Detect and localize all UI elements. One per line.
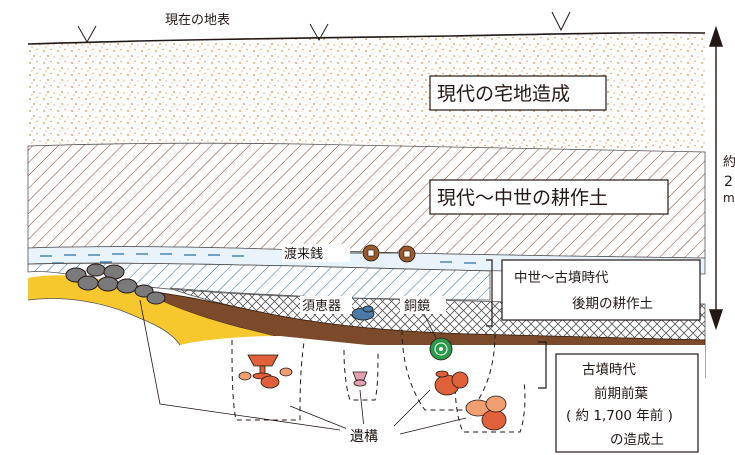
kofun-early-label-4: の造成土 bbox=[610, 432, 664, 448]
coins-label: 渡来銭 bbox=[284, 246, 323, 262]
layer-yellow-edge bbox=[27, 298, 181, 346]
medieval-kofun-label-1: 中世〜古墳時代 bbox=[514, 270, 609, 286]
pit-2 bbox=[343, 349, 379, 401]
sueki-label: 須恵器 bbox=[302, 299, 341, 314]
medieval-kofun-label-2: 後期の耕作土 bbox=[572, 295, 653, 312]
layer-modern-fill bbox=[28, 32, 705, 153]
kofun-early-label-2: 前期前葉 bbox=[594, 385, 648, 402]
depth-label-1: 約 bbox=[723, 155, 735, 170]
pottery-3 bbox=[434, 370, 469, 396]
pit-4 bbox=[454, 379, 526, 433]
coin-2 bbox=[398, 245, 416, 263]
kofun-early-label-1: 古墳時代 bbox=[582, 362, 636, 378]
medieval-kofun-bracket bbox=[486, 259, 493, 327]
mirror-label-bg bbox=[400, 296, 446, 314]
surface-marker-1 bbox=[77, 25, 97, 44]
coin-1 bbox=[362, 244, 380, 262]
sueki-label-bg bbox=[300, 296, 352, 314]
pit-3 bbox=[401, 329, 496, 411]
modern-medieval-box bbox=[429, 179, 669, 215]
stones bbox=[65, 263, 166, 305]
modern-medieval-label: 現代〜中世の耕作土 bbox=[437, 187, 608, 209]
kofun-early-bracket bbox=[538, 341, 547, 389]
kofun-early-box bbox=[555, 353, 699, 453]
coins-label-bg bbox=[282, 244, 350, 262]
features-label-bg bbox=[346, 424, 394, 446]
surface-marker-2 bbox=[309, 23, 329, 42]
mirror-label: 銅鏡 bbox=[404, 299, 430, 314]
ground-surface-line bbox=[27, 31, 706, 45]
layer-yellow-lower bbox=[28, 298, 180, 455]
medieval-kofun-box bbox=[501, 259, 701, 321]
depth-label-3: m bbox=[723, 191, 735, 205]
depth-label-bg bbox=[722, 150, 735, 208]
surface-label: 現在の地表 bbox=[165, 13, 230, 28]
kofun-early-label-3: ( 約 1,700 年前 ) bbox=[566, 407, 673, 424]
depth-label-2: 2 bbox=[724, 174, 733, 190]
pottery-2 bbox=[352, 371, 368, 387]
surface-marker-3 bbox=[551, 11, 571, 32]
modern-fill-box bbox=[429, 75, 607, 111]
pottery-1 bbox=[238, 354, 293, 389]
depth-arrow bbox=[709, 25, 723, 331]
pottery-4 bbox=[465, 395, 507, 431]
features-label: 遺構 bbox=[350, 429, 378, 445]
bronze-mirror bbox=[429, 337, 453, 361]
features-leaders bbox=[139, 299, 467, 435]
modern-fill-label: 現代の宅地造成 bbox=[437, 83, 570, 105]
